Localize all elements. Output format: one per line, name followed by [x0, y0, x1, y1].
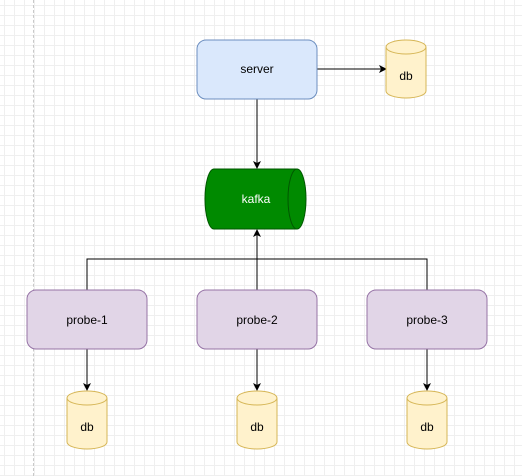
- probe-1-node[interactable]: probe-1: [26, 289, 148, 350]
- probe-2-db-node[interactable]: db: [236, 390, 278, 450]
- probe-2-node[interactable]: probe-2: [196, 289, 318, 350]
- probe-2-label: probe-2: [236, 313, 278, 327]
- db-cylinder-body: [406, 390, 448, 450]
- probe-3-db-label: db: [420, 420, 434, 434]
- db-cylinder-top: [385, 46, 427, 55]
- db-cylinder-body: [385, 39, 427, 99]
- db-cylinder-top: [406, 397, 448, 406]
- kafka-cylinder-end: [287, 168, 298, 230]
- db-cylinder-top: [236, 397, 278, 406]
- server-node[interactable]: server: [196, 39, 318, 100]
- db-cylinder-top: [66, 397, 108, 406]
- probe-1-label: probe-1: [66, 313, 108, 327]
- edge-probe3-to-kafka: [257, 258, 428, 290]
- edges: [83, 65, 431, 391]
- probe-1-db-label: db: [80, 420, 94, 434]
- server-db-node[interactable]: db: [385, 39, 427, 99]
- server-box: [196, 39, 318, 100]
- probe-1-db-node[interactable]: db: [66, 390, 108, 450]
- page-boundary-guide: [33, 0, 34, 476]
- server-label: server: [240, 62, 273, 76]
- probe-3-db-node[interactable]: db: [406, 390, 448, 450]
- kafka-label: kafka: [242, 192, 271, 206]
- db-cylinder-body: [236, 390, 278, 450]
- server-db-label: db: [399, 69, 413, 83]
- probe-3-node[interactable]: probe-3: [366, 289, 488, 350]
- edge-probe1-to-kafka: [86, 258, 257, 290]
- probe-2-box: [196, 289, 318, 350]
- db-cylinder-body: [66, 390, 108, 450]
- probe-2-db-label: db: [250, 420, 264, 434]
- probe-1-box: [26, 289, 148, 350]
- probe-3-box: [366, 289, 488, 350]
- kafka-node[interactable]: kafka: [204, 168, 307, 230]
- probe-3-label: probe-3: [406, 313, 448, 327]
